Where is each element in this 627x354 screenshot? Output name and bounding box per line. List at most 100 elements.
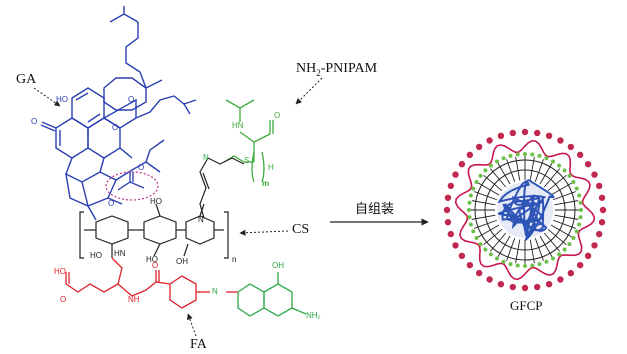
nh2-pnipam-label: NH2-PNIPAM — [296, 62, 377, 78]
ester-o2-label: O — [138, 163, 145, 172]
shell-spoke — [550, 182, 572, 196]
green-dot — [495, 159, 499, 164]
green-dot — [474, 180, 479, 184]
green-dot — [508, 153, 513, 158]
green-dot — [501, 156, 506, 161]
cs-oh-label: OH — [176, 257, 188, 266]
outer-dot — [458, 252, 466, 260]
shell-spoke — [489, 232, 507, 252]
shell-spoke — [539, 163, 553, 185]
outer-dot — [598, 194, 606, 201]
ga-ring-o-label: O — [128, 95, 135, 104]
cs-ho-label: HO — [150, 197, 162, 206]
self-assembly-label: 自组装 — [355, 202, 395, 217]
outer-dot — [567, 269, 575, 277]
green-dot — [574, 186, 579, 191]
cs-pointer-arrow — [239, 229, 289, 236]
outer-dot — [557, 276, 564, 283]
outer-dot — [447, 230, 455, 238]
nh2-pnipam-suffix: -PNIPAM — [320, 61, 378, 76]
green-dot — [562, 168, 567, 173]
polymer-core — [497, 179, 555, 241]
green-dot — [478, 242, 483, 247]
green-dot — [515, 263, 520, 268]
outer-dot — [452, 242, 459, 249]
shell-spoke — [474, 191, 497, 201]
green-dot — [488, 252, 493, 257]
shell-spoke — [529, 156, 535, 181]
pteridine-nh2-label: NH₂ — [306, 311, 321, 320]
green-dot — [468, 222, 473, 227]
shell-spoke — [543, 232, 561, 252]
imine-n-label: N — [203, 153, 209, 162]
pnipam-h-label: H — [268, 163, 274, 172]
cs-ho3-label: HO — [146, 255, 158, 264]
pteridine-structure — [237, 272, 307, 317]
green-dot — [467, 200, 472, 205]
green-dot — [483, 247, 488, 252]
pteridine-oh-label: OH — [272, 261, 284, 270]
outer-dot — [452, 171, 459, 178]
green-dot — [515, 152, 520, 157]
fa-structure — [65, 257, 238, 309]
shell-spoke — [539, 235, 553, 257]
green-dot — [579, 208, 583, 212]
outer-dot — [444, 219, 452, 226]
repeat-unit-n-label: n — [232, 255, 237, 264]
outer-dot — [584, 252, 592, 260]
outer-dot — [521, 284, 529, 292]
shell-spoke — [506, 238, 516, 261]
green-dot — [467, 208, 471, 212]
green-dot — [567, 242, 572, 247]
green-dot — [578, 215, 583, 220]
cs-structure — [79, 157, 245, 259]
shell-spoke — [478, 224, 500, 238]
shell-spoke — [534, 238, 544, 261]
outer-dot — [599, 206, 607, 214]
shell-spoke — [553, 191, 576, 201]
green-dot — [574, 229, 579, 234]
gfcp-label: GFCP — [510, 298, 543, 313]
outer-dot — [557, 137, 564, 144]
green-dot — [501, 259, 506, 264]
green-dot — [557, 163, 562, 168]
fa-ho-label: HO — [54, 267, 66, 276]
gfcp-nanoparticle — [443, 128, 607, 292]
outer-dot — [591, 171, 598, 178]
outer-dot — [595, 230, 603, 238]
shell-spoke — [515, 239, 521, 264]
shell-spoke — [506, 159, 516, 182]
shell-spoke — [497, 235, 511, 257]
green-dot — [544, 156, 549, 161]
shell-spoke — [483, 228, 503, 246]
fa-pointer-arrow — [187, 313, 197, 337]
outer-dot — [497, 132, 505, 140]
green-dot — [495, 256, 499, 261]
outer-dot — [475, 269, 483, 277]
green-dot — [577, 222, 582, 227]
cs-label: CS — [292, 222, 310, 237]
ga-ring-o2-label: O — [112, 123, 119, 132]
outer-dot — [466, 261, 474, 269]
shell-spoke — [474, 219, 497, 229]
outer-dot — [486, 276, 493, 283]
green-dot — [577, 193, 582, 198]
green-dot — [578, 200, 583, 205]
ga-hydroxyl-label: HO — [56, 95, 68, 104]
shell-spoke — [534, 159, 544, 182]
fa-o2-label: O — [152, 261, 159, 270]
pnipam-pointer-arrow — [295, 77, 323, 105]
fa-label: FA — [190, 337, 207, 352]
nh2-pnipam-sub: 2 — [316, 67, 321, 78]
outer-dot — [584, 160, 592, 168]
green-dot — [537, 262, 542, 267]
outer-dot — [447, 182, 455, 190]
green-dot — [471, 229, 476, 234]
shell-spoke — [471, 214, 496, 220]
outer-dot — [591, 242, 598, 249]
outer-dot — [598, 219, 606, 226]
cs-n-label: N — [198, 215, 204, 224]
outer-dot — [567, 143, 575, 151]
corona-wave — [454, 139, 596, 281]
